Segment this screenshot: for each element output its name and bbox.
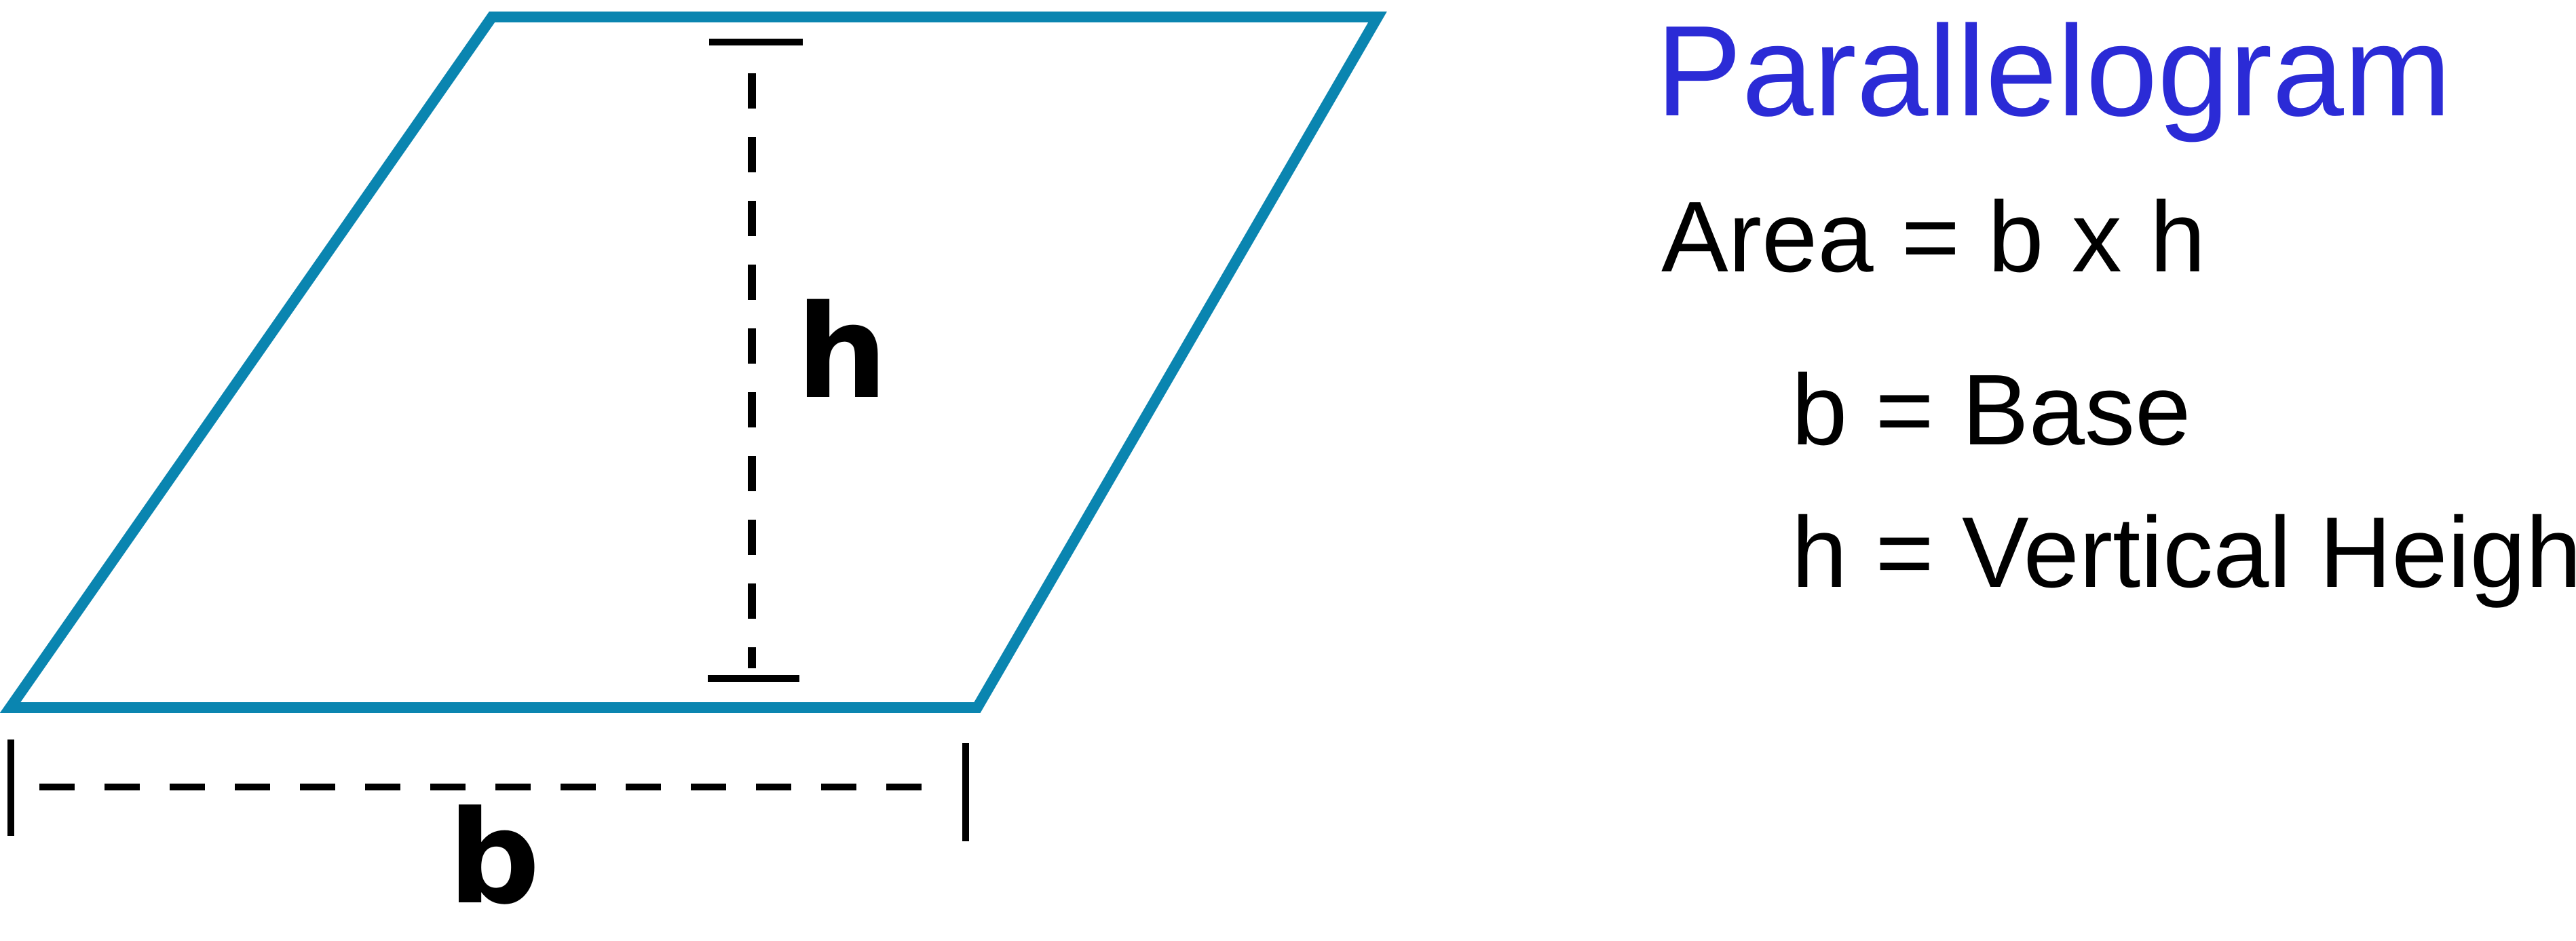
- base-label: b: [448, 783, 540, 933]
- height-definition: h = Vertical Height: [1792, 497, 2576, 609]
- height-label: h: [796, 277, 888, 427]
- base-definition: b = Base: [1792, 354, 2191, 466]
- area-formula: Area = b x h: [1661, 181, 2206, 293]
- title: Parallelogram: [1656, 0, 2452, 143]
- parallelogram-shape: [0, 12, 1387, 713]
